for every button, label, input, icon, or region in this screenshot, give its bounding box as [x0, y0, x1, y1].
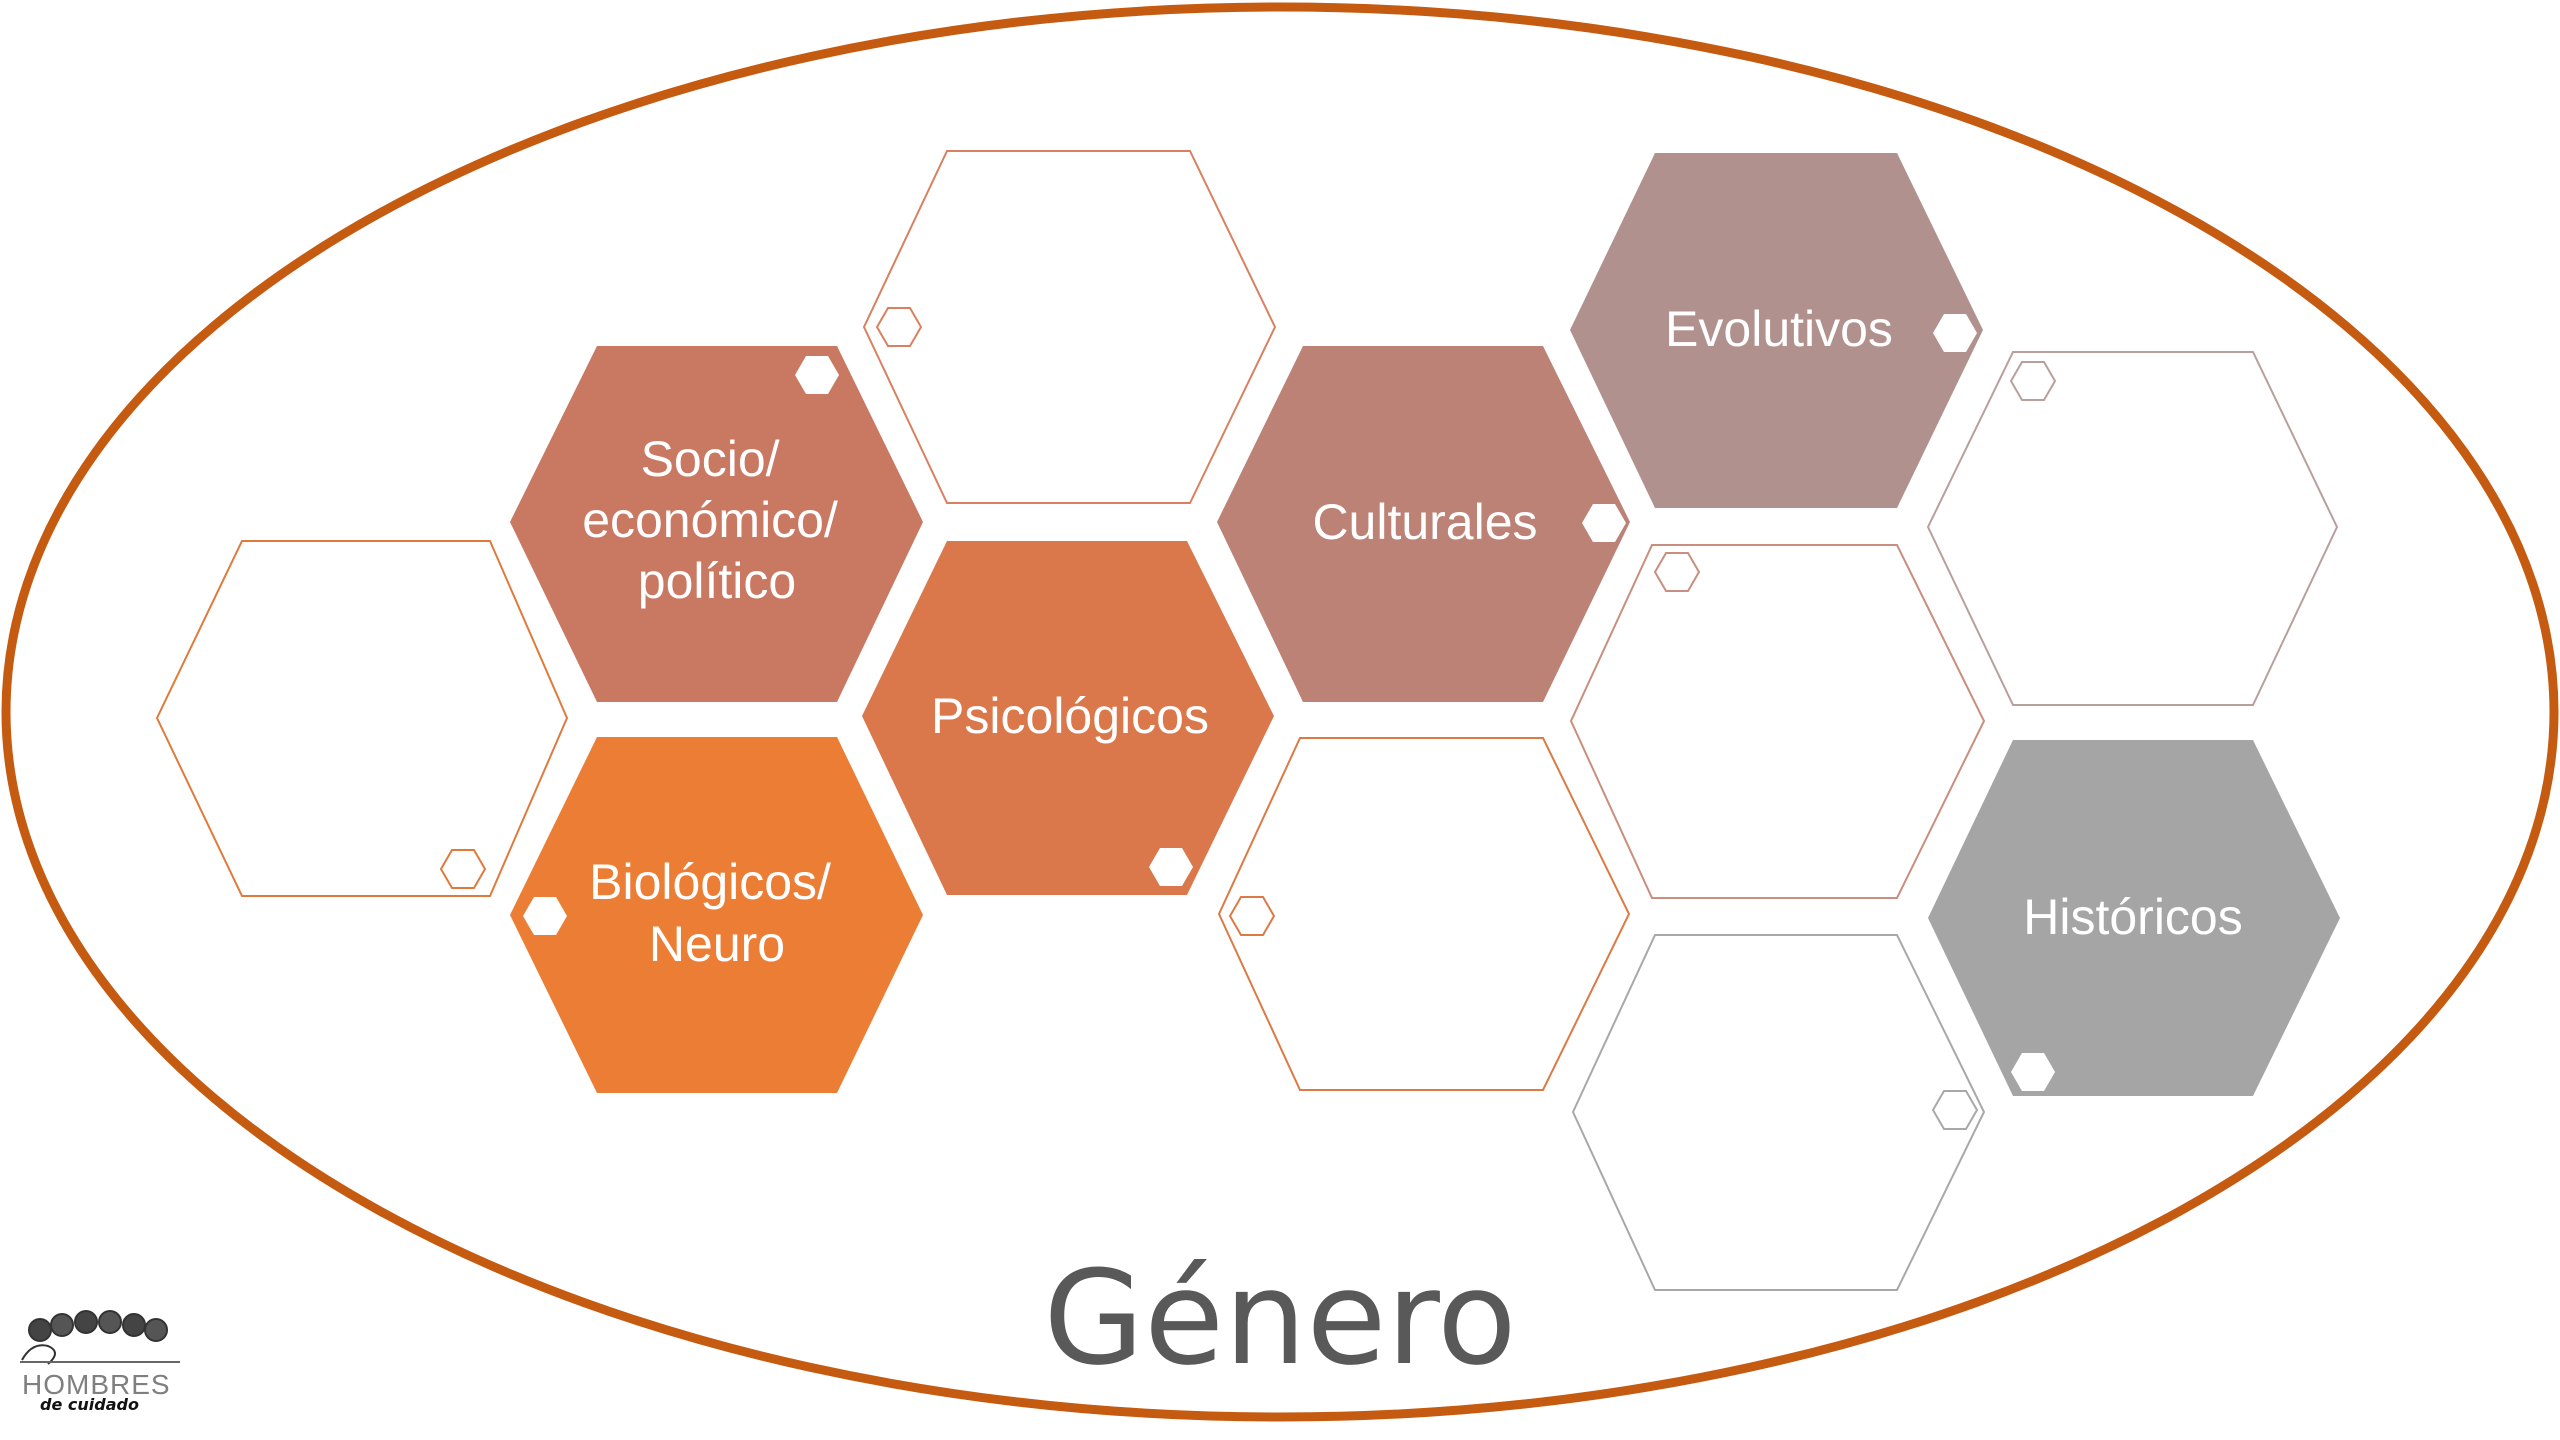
label-socio-line-3: político — [638, 553, 796, 609]
hexagon-hist — [1928, 740, 2340, 1096]
label-bio-line-1: Biológicos/ — [589, 854, 831, 910]
small-hexagon-icon — [1582, 504, 1626, 542]
label-bio: Biológicos/ Neuro — [589, 854, 845, 972]
outline-hexagon — [862, 150, 1277, 504]
small-hexagon-icon — [1931, 1090, 1979, 1130]
label-socio: Socio/ económico/ político — [582, 431, 852, 609]
logo-line-1: HOMBRES — [22, 1369, 171, 1400]
small-hexagon-icon — [1149, 848, 1193, 886]
small-hexagon-icon — [1933, 314, 1977, 352]
small-hexagon-icon — [795, 356, 839, 394]
label-cult-line-1: Culturales — [1312, 494, 1537, 550]
label-cult: Culturales — [1312, 494, 1537, 550]
small-hexagon-icon — [523, 897, 567, 935]
outline-hexagon — [1571, 934, 1986, 1291]
logo: HOMBRES de cuidado — [20, 1310, 180, 1414]
label-evol-line-1: Evolutivos — [1665, 301, 1893, 357]
logo-line-2: de cuidado — [40, 1395, 139, 1414]
label-evol: Evolutivos — [1665, 301, 1893, 357]
label-socio-line-2: económico/ — [582, 492, 838, 548]
small-hexagon-icon — [1653, 552, 1701, 592]
outline-hexagon — [1217, 737, 1631, 1091]
outline-hexagon — [155, 540, 569, 897]
label-socio-line-1: Socio/ — [641, 431, 780, 487]
label-hist: Históricos — [2023, 889, 2242, 945]
label-psico: Psicológicos — [931, 688, 1209, 744]
hexagon-cult — [1217, 346, 1630, 702]
outline-hexagon — [1569, 544, 1986, 899]
small-hexagon-icon — [2011, 1053, 2055, 1091]
hexagon-bio — [510, 737, 923, 1093]
small-hexagon-icon — [2009, 361, 2057, 401]
hexagon-psico — [862, 541, 1274, 895]
diagram-title: Género — [1043, 1242, 1516, 1394]
small-hexagon-icon — [439, 849, 487, 889]
label-psico-line-1: Psicológicos — [931, 688, 1209, 744]
hexagon-socio — [510, 346, 923, 702]
label-bio-line-2: Neuro — [649, 916, 785, 972]
outline-hexagon — [1926, 351, 2339, 706]
label-hist-line-1: Históricos — [2023, 889, 2242, 945]
logo-faces-icon — [20, 1310, 180, 1365]
hexagon-evol — [1570, 153, 1983, 508]
small-hexagon-icon — [875, 307, 923, 347]
small-hexagon-icon — [1228, 896, 1276, 936]
